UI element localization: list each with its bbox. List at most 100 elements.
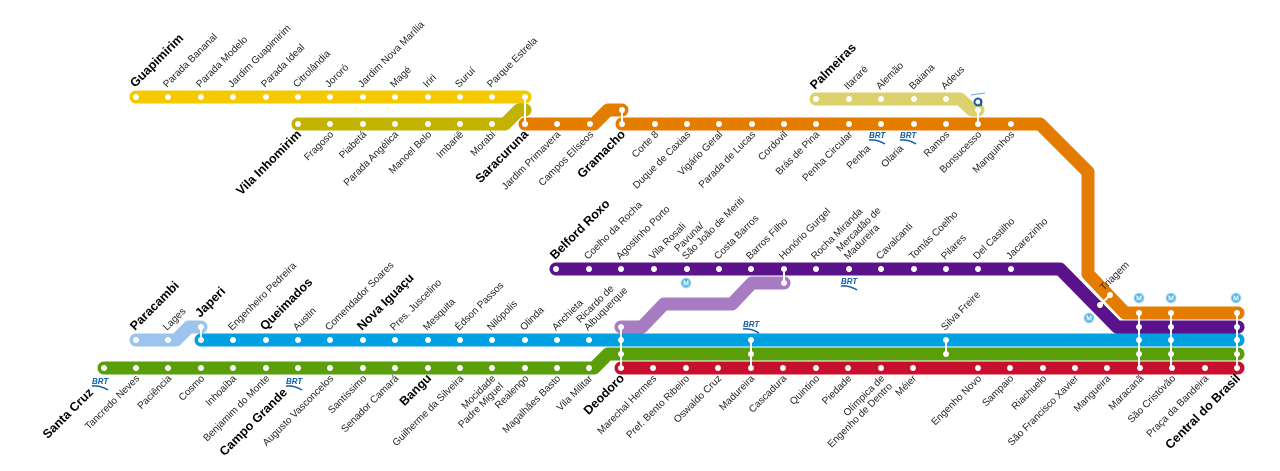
station-dot bbox=[489, 94, 495, 100]
station-dot bbox=[360, 94, 366, 100]
station-dot bbox=[619, 121, 625, 127]
station-dot bbox=[1008, 266, 1014, 272]
station-label[interactable]: Piedade bbox=[820, 373, 854, 407]
station-label[interactable]: Adeus bbox=[939, 64, 967, 92]
station-name-line: Parada de Lucas bbox=[697, 129, 758, 190]
station-label[interactable]: Engenho Novo bbox=[930, 373, 985, 428]
station-dot bbox=[133, 337, 139, 343]
station-dot bbox=[618, 324, 624, 330]
station-dot bbox=[813, 266, 819, 272]
metro-icon: M bbox=[1165, 292, 1177, 304]
route-line bbox=[549, 262, 1245, 334]
station-dot bbox=[392, 94, 398, 100]
station-label[interactable]: Suruí bbox=[453, 65, 478, 90]
station-dot bbox=[360, 121, 366, 127]
station-dot bbox=[392, 121, 398, 127]
station-name-line: Santa Cruz bbox=[40, 385, 96, 441]
station-dot bbox=[1104, 365, 1110, 371]
station-name-line: Penha bbox=[845, 143, 874, 172]
station-name-line: Jardim Guapimirim bbox=[226, 23, 293, 90]
station-dot bbox=[683, 365, 689, 371]
station-dot bbox=[651, 266, 657, 272]
metro-label: M bbox=[1168, 296, 1174, 303]
station-dot bbox=[748, 337, 754, 343]
station-label[interactable]: Nova Iguaçu bbox=[354, 271, 416, 333]
station-label[interactable]: Paciência bbox=[136, 373, 175, 412]
station-label[interactable]: Quintino bbox=[788, 373, 822, 407]
station-label[interactable]: Iriri bbox=[421, 73, 439, 91]
station-label[interactable]: Piabetá bbox=[337, 129, 369, 161]
station-label[interactable]: Olaria bbox=[879, 143, 906, 170]
station-name-line: Silva Freire bbox=[939, 289, 983, 333]
station-label[interactable]: Senador Camará bbox=[339, 373, 401, 435]
station-dot bbox=[425, 337, 431, 343]
station-label[interactable]: Penha bbox=[845, 143, 874, 172]
station-dot bbox=[457, 94, 463, 100]
station-label[interactable]: Olímpica deEngenho de Dentro bbox=[818, 373, 895, 450]
station-dot bbox=[781, 266, 787, 272]
station-dot bbox=[360, 337, 366, 343]
station-label[interactable]: Austin bbox=[291, 306, 318, 333]
station-dot bbox=[586, 365, 592, 371]
station-label[interactable]: Alemão bbox=[874, 60, 906, 92]
station-label[interactable]: Ramos bbox=[922, 129, 952, 159]
station-dot bbox=[1234, 365, 1240, 371]
station-name-line: Itararé bbox=[842, 64, 871, 93]
station-label[interactable]: Itararé bbox=[842, 64, 871, 93]
station-label[interactable]: Fragoso bbox=[302, 129, 336, 163]
station-name-line: Corte 8 bbox=[630, 129, 661, 160]
station-label[interactable]: Olinda bbox=[518, 305, 547, 334]
station-dot bbox=[716, 121, 722, 127]
station-dot bbox=[618, 351, 624, 357]
station-label[interactable]: Silva Freire bbox=[939, 289, 983, 333]
station-dot bbox=[263, 337, 269, 343]
station-label[interactable]: Magalhães Basto bbox=[501, 373, 564, 436]
station-label[interactable]: Imbariê bbox=[435, 129, 467, 161]
station-label[interactable]: Parada Angélica bbox=[342, 129, 402, 189]
station-label[interactable]: Japeri bbox=[192, 284, 228, 320]
station-dot bbox=[943, 337, 949, 343]
station-label[interactable]: Cosmo bbox=[177, 373, 207, 403]
station-dot bbox=[425, 94, 431, 100]
brt-icon: BRT bbox=[899, 131, 917, 145]
route-line bbox=[129, 320, 208, 347]
station-dot bbox=[975, 365, 981, 371]
station-dot bbox=[652, 121, 658, 127]
station-dot bbox=[295, 337, 301, 343]
station-dot bbox=[1137, 365, 1143, 371]
station-label[interactable]: Duque de Caxias bbox=[631, 129, 693, 191]
station-dot bbox=[554, 121, 560, 127]
station-name-line: Méier bbox=[894, 373, 920, 399]
station-dot bbox=[618, 365, 624, 371]
station-name-line: Ramos bbox=[922, 129, 952, 159]
station-label[interactable]: Jardim Guapimirim bbox=[226, 23, 293, 90]
station-label[interactable]: Pilares bbox=[939, 233, 968, 262]
station-dot bbox=[1136, 337, 1142, 343]
station-label[interactable]: Méier bbox=[894, 373, 920, 399]
station-label[interactable]: Jororó bbox=[323, 62, 351, 90]
station-label[interactable]: Magé bbox=[388, 64, 414, 90]
station-dot bbox=[327, 94, 333, 100]
station-label[interactable]: Parada de Lucas bbox=[697, 129, 758, 190]
station-name-line: Japeri bbox=[192, 284, 228, 320]
metro-label: M bbox=[1233, 296, 1239, 303]
station-label[interactable]: Corte 8 bbox=[630, 129, 661, 160]
station-name-line: Engenho Novo bbox=[930, 373, 985, 428]
metro-icon: M bbox=[680, 277, 692, 289]
station-label[interactable]: Vila Inhomirim bbox=[233, 127, 304, 198]
station-dot bbox=[425, 121, 431, 127]
brt-label: BRT bbox=[869, 131, 886, 140]
station-label[interactable]: Nilópolis bbox=[485, 299, 520, 334]
station-label[interactable]: Belford Roxo bbox=[547, 196, 613, 262]
station-label[interactable]: Santa Cruz bbox=[40, 385, 96, 441]
station-dot bbox=[1234, 324, 1240, 330]
station-label[interactable]: Triagem bbox=[1098, 260, 1131, 293]
station-label[interactable]: Parque Estrela bbox=[485, 35, 540, 90]
station-dot bbox=[554, 365, 560, 371]
station-dot bbox=[327, 365, 333, 371]
station-dot bbox=[878, 365, 884, 371]
station-name-line: Quintino bbox=[788, 373, 822, 407]
station-label[interactable]: Baiana bbox=[907, 62, 937, 92]
cable-car-icon bbox=[970, 92, 986, 107]
